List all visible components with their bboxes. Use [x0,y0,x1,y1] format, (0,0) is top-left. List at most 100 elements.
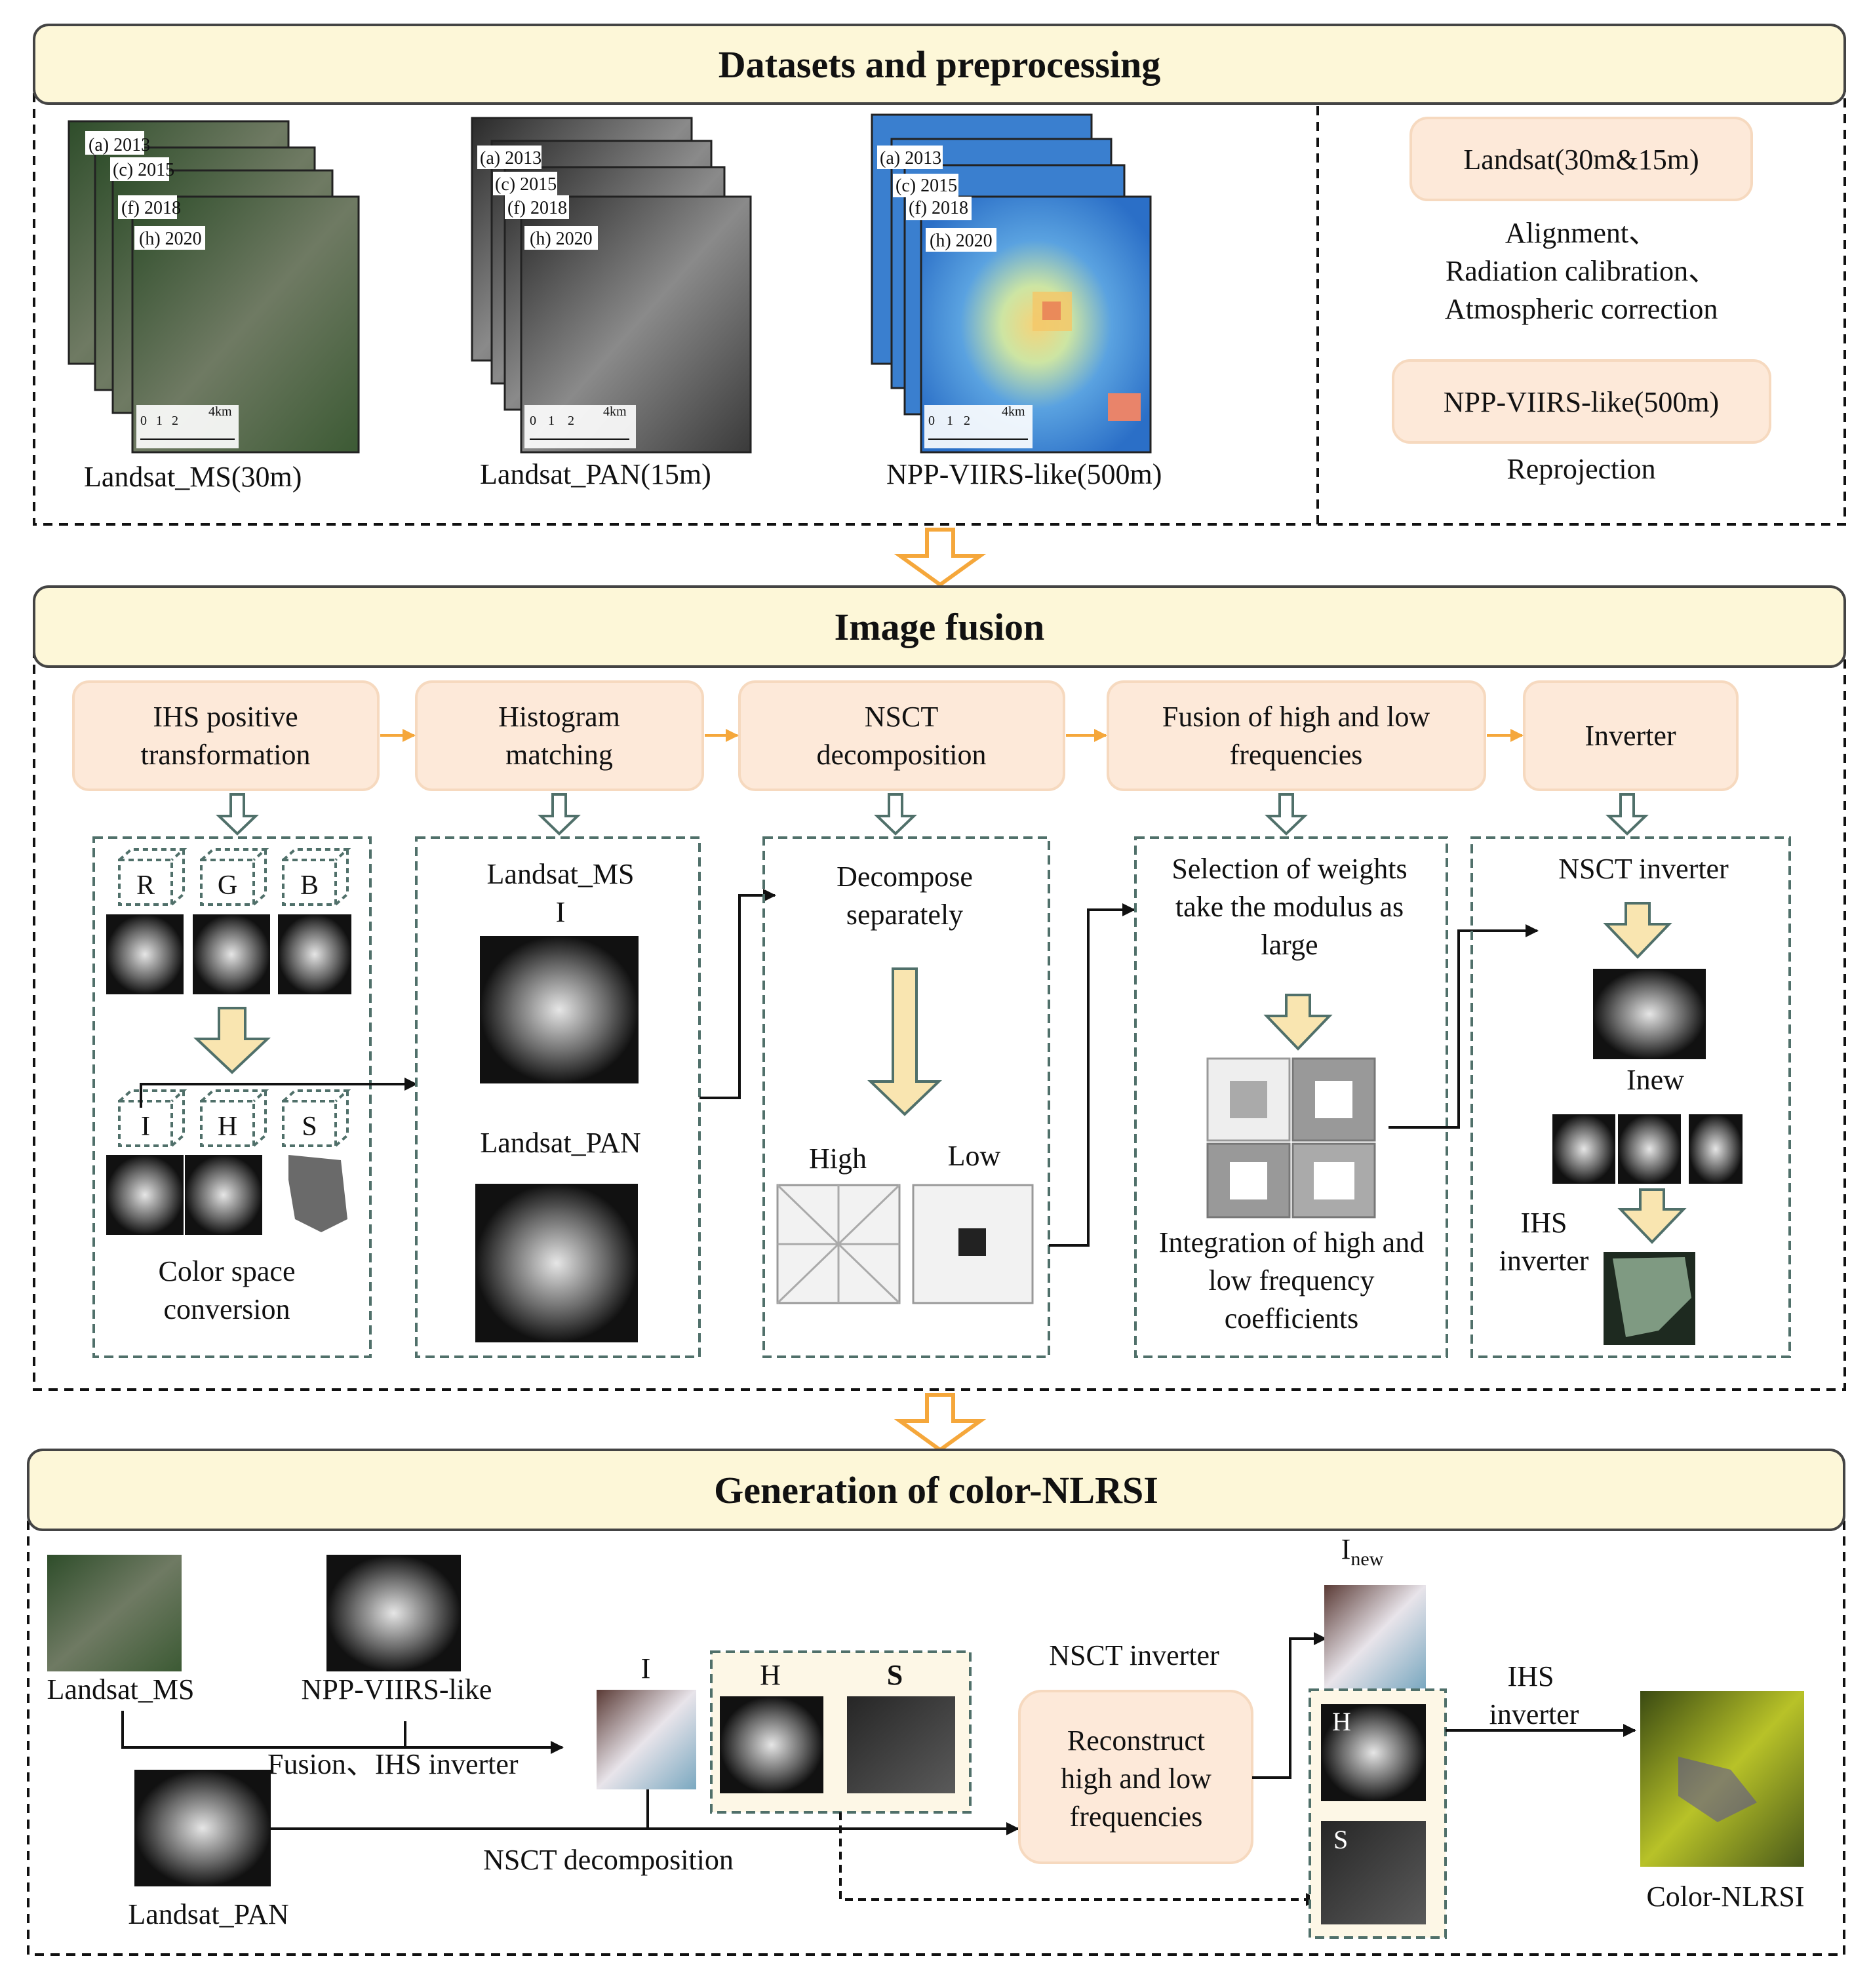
svg-text:frequencies: frequencies [1230,739,1363,771]
svg-text:NPP-VIIRS-like(500m): NPP-VIIRS-like(500m) [886,458,1162,490]
svg-text:1: 1 [947,414,953,428]
svg-text:0: 0 [140,414,147,428]
gen-nsct-inverter-label: NSCT inverter [1049,1639,1219,1671]
npp-box [1392,359,1771,444]
svg-text:IHS positive: IHS positive [153,701,298,733]
small-down-arrow [1605,793,1649,836]
svg-text:(a) 2013: (a) 2013 [89,135,150,155]
svg-text:IHS: IHS [1508,1660,1554,1692]
panel-ihs-transform: R G B I H S Color space conversion [92,836,372,1358]
svg-text:Landsat_PAN(15m): Landsat_PAN(15m) [480,458,711,490]
svg-text:inverter: inverter [1499,1245,1589,1277]
svg-text:4km: 4km [1002,404,1025,419]
landsat-step-2: Radiation calibration、 [1446,255,1717,287]
svg-text:S: S [1333,1825,1348,1854]
svg-text:Landsat_PAN: Landsat_PAN [480,1127,640,1159]
svg-text:(a) 2013: (a) 2013 [880,148,941,168]
hollow-down-arrow-inverter-1 [1603,902,1672,959]
label-r: R [136,870,155,901]
gen-landsat-pan-label: Landsat_PAN [128,1898,288,1930]
hollow-down-arrow-ihs [193,1007,271,1074]
svg-text:2: 2 [172,414,178,428]
small-down-arrow [538,793,581,836]
svg-text:NSCT: NSCT [865,701,939,733]
step-inverter [1523,680,1739,791]
ihs-caption-2: conversion [163,1293,290,1325]
low-label: Low [948,1140,1001,1172]
small-down-arrow [216,793,259,836]
svg-text:(h) 2020: (h) 2020 [139,229,202,249]
step-histogram [415,680,704,791]
landsat-box [1409,117,1753,201]
svg-text:Inverter: Inverter [1585,720,1676,752]
panel-weights: Selection of weights take the modulus as… [1134,836,1448,1358]
gen-fusion-label: Fusion、IHS inverter [267,1748,519,1780]
gen-output-label: Color-NLRSI [1646,1881,1804,1913]
svg-text:large: large [1261,929,1318,961]
svg-text:NPP-VIIRS-like(500m): NPP-VIIRS-like(500m) [1444,386,1719,418]
svg-text:coefficients: coefficients [1225,1302,1358,1335]
svg-text:(f) 2018: (f) 2018 [909,198,968,218]
svg-text:Landsat(30m&15m): Landsat(30m&15m) [1463,144,1699,176]
svg-text:matching: matching [505,739,613,771]
svg-text:(c) 2015: (c) 2015 [896,176,957,196]
svg-text:transformation: transformation [140,739,310,771]
svg-text:Selection of weights: Selection of weights [1172,853,1407,885]
landsat-step-1: Alignment、 [1505,217,1657,249]
generation-title: Generation of color-NLRSI [714,1469,1158,1511]
panel-nsct: Decompose separately High Low [762,836,1050,1358]
svg-text:Reconstruct: Reconstruct [1067,1725,1205,1757]
gen-i-label: I [641,1652,651,1685]
high-frequency-icon [776,1184,901,1304]
step-nsct-decomposition [738,680,1065,791]
panel-inverter: NSCT inverter Inew IHS inverter [1470,836,1791,1358]
svg-text:Landsat_MS(30m): Landsat_MS(30m) [84,461,302,493]
gen-nsct-decomposition-label: NSCT decomposition [483,1844,734,1876]
section-fusion: Image fusion IHS positive transformation… [33,585,1846,1391]
svg-text:Decompose: Decompose [837,861,973,893]
npp-step: Reprojection [1507,453,1655,485]
svg-text:4km: 4km [603,404,627,419]
svg-text:Landsat_MS: Landsat_MS [487,858,635,890]
fusion-header [33,585,1846,668]
svg-text:(c) 2015: (c) 2015 [113,160,174,180]
hollow-down-arrow-1 [894,528,987,587]
svg-text:separately: separately [846,899,963,931]
coefficients-grid [1206,1057,1376,1218]
label-b: B [300,870,319,901]
svg-text:0: 0 [530,414,536,428]
section-generation: Generation of color-NLRSI Landsat_MS NPP… [27,1449,1845,1956]
svg-text:I: I [556,896,566,928]
npp-viirs-stack: (a) 2013 (c) 2015 (f) 2018 (h) 2020 0 1 … [871,113,1162,490]
svg-text:high and low: high and low [1061,1763,1211,1795]
gen-s-label: S [887,1659,903,1691]
svg-text:(c) 2015: (c) 2015 [495,174,557,195]
datasets-title: Datasets and preprocessing [719,43,1161,86]
svg-text:Fusion of high and low: Fusion of high and low [1162,701,1430,733]
svg-text:(h) 2020: (h) 2020 [530,229,593,249]
gen-h-label: H [760,1659,781,1691]
label-i: I [141,1112,150,1142]
landsat-pan-stack: (a) 2013 (c) 2015 (f) 2018 (h) 2020 0 1 … [471,117,752,490]
label-h: H [218,1112,237,1142]
fusion-title: Image fusion [835,606,1045,648]
step-ihs-positive [72,680,380,791]
ihs-caption-1: Color space [159,1255,296,1287]
svg-text:NSCT inverter: NSCT inverter [1558,853,1729,885]
svg-text:Inew: Inew [1626,1064,1684,1096]
generation-header [27,1449,1845,1531]
svg-text:frequencies: frequencies [1070,1801,1203,1833]
section-datasets: Datasets and preprocessing (a) 2013 (c) … [33,24,1846,526]
svg-text:(h) 2020: (h) 2020 [930,231,993,251]
svg-text:1: 1 [156,414,163,428]
svg-text:H: H [1332,1707,1351,1736]
svg-text:inverter: inverter [1489,1698,1579,1730]
svg-text:IHS: IHS [1521,1207,1567,1239]
svg-text:2: 2 [568,414,574,428]
hollow-down-arrow-weights [1263,994,1333,1051]
gen-landsat-ms-label: Landsat_MS [47,1673,195,1705]
hollow-down-arrow-2 [894,1393,987,1452]
svg-text:decomposition: decomposition [816,739,986,771]
svg-text:0: 0 [928,414,935,428]
